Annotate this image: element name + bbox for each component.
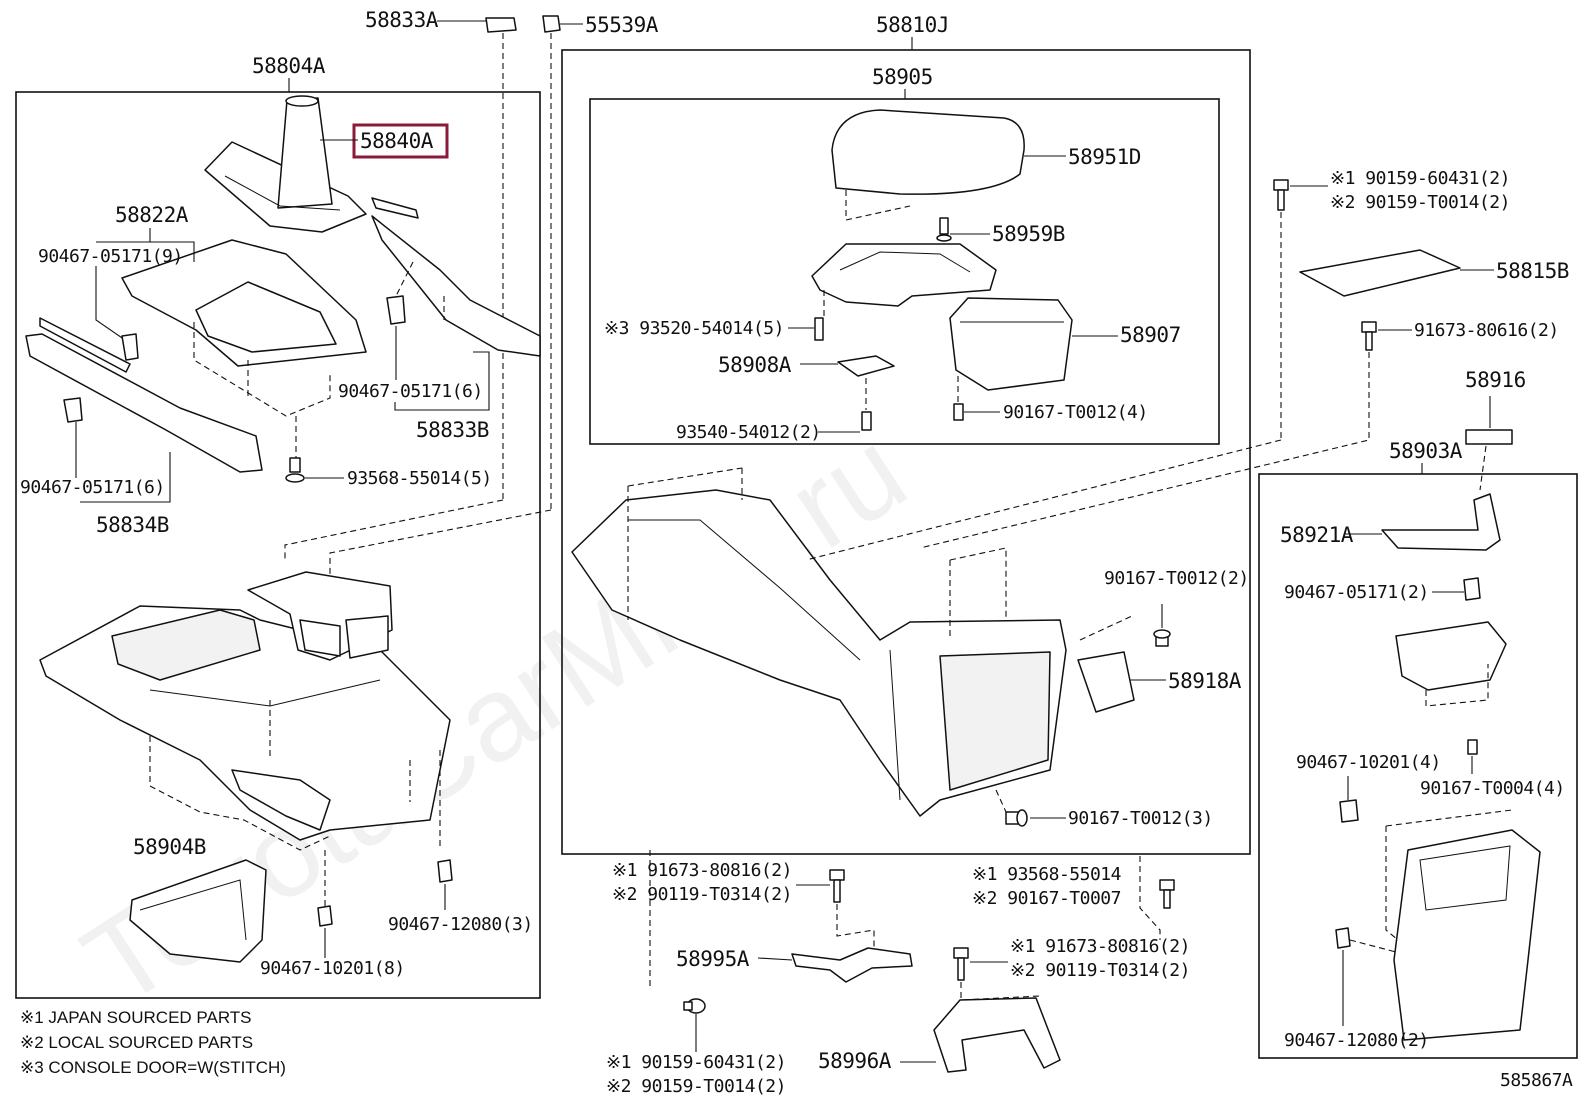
clip-6a [386, 295, 406, 325]
screw-58959B [936, 217, 952, 242]
label-58840A: 58840A [360, 129, 434, 153]
label-58904B: 58904B [133, 835, 206, 859]
note-2: ※2 LOCAL SOURCED PARTS [20, 1033, 253, 1052]
bolt-90159-a [1273, 179, 1328, 211]
label-58804A: 58804A [252, 54, 326, 78]
clip-6b [63, 397, 83, 423]
bolt-91673-a [796, 869, 845, 903]
label-90467-05171-6b: 90467-05171(6) [20, 477, 165, 498]
label-58903A: 58903A [1389, 439, 1463, 463]
label-55539A: 55539A [585, 13, 659, 37]
label-90467-10201-4: 90467-10201(4) [1296, 752, 1441, 773]
label-91673-80616-2: 91673-80616(2) [1414, 320, 1559, 341]
hinge-frame [811, 243, 997, 307]
label-58951D: 58951D [1068, 145, 1141, 169]
shift-bezel-58822A [121, 239, 367, 367]
label-91673-80816-b1: ※1 91673-80816(2) [1010, 936, 1190, 957]
label-90159-60431-b1: ※1 90159-60431(2) [606, 1052, 786, 1073]
pad-58916 [1465, 429, 1513, 445]
armrest-58951D [831, 109, 1025, 195]
screw-90167-3 [1005, 809, 1066, 827]
label-93540-54012-2: 93540-54012(2) [676, 422, 821, 443]
bracket-58918A [1077, 651, 1135, 713]
label-93520-54014-5: ※3 93520-54014(5) [604, 318, 784, 339]
label-90159-60431-a2: ※2 90159-T0014(2) [1330, 192, 1510, 213]
screw-90167-4 [953, 403, 964, 421]
clip-9 [121, 333, 139, 361]
label-58996A: 58996A [818, 1049, 892, 1073]
label-58908A: 58908A [718, 353, 792, 377]
label-90467-10201-8: 90467-10201(8) [260, 958, 405, 979]
side-panel-58833B [371, 197, 541, 357]
label-90159-60431-a1: ※1 90159-60431(2) [1330, 168, 1510, 189]
label-90467-05171-2: 90467-05171(2) [1284, 582, 1429, 603]
label-58921A: 58921A [1280, 523, 1354, 547]
lock-58908A [837, 355, 895, 377]
bolt-91673-b [953, 947, 1008, 981]
label-90167-T0004-4: 90167-T0004(4) [1420, 778, 1565, 799]
note-3: ※3 CONSOLE DOOR=W(STITCH) [20, 1058, 286, 1077]
center-group-box [561, 49, 1251, 855]
clip-8 [317, 905, 333, 927]
tray-58904B [129, 859, 267, 963]
label-93568-55014-2: ※2 90167-T0007 [972, 888, 1121, 909]
label-90467-12080-2: 90467-12080(2) [1284, 1030, 1429, 1051]
label-91673-80816-a2: ※2 90119-T0314(2) [612, 884, 792, 905]
bolt-90159-b [683, 998, 706, 1052]
screw-90167-2 [1153, 604, 1171, 647]
label-58959B: 58959B [992, 222, 1065, 246]
label-90467-05171-6a: 90467-05171(6) [338, 381, 483, 402]
label-90167-T0012-3: 90167-T0012(3) [1068, 808, 1213, 829]
trim-58921A [1381, 493, 1501, 551]
label-58907: 58907 [1120, 323, 1181, 347]
label-90467-12080-3: 90467-12080(3) [388, 914, 533, 935]
label-58916: 58916 [1465, 368, 1526, 392]
note-1: ※1 JAPAN SOURCED PARTS [20, 1008, 252, 1027]
label-90467-05171-9: 90467-05171(9) [38, 246, 183, 267]
clip-3 [437, 859, 453, 883]
screw-93520 [814, 317, 824, 341]
clip-4 [1339, 799, 1359, 823]
left-group-box [15, 91, 541, 999]
screw-93540 [861, 411, 872, 431]
label-90159-60431-b2: ※2 90159-T0014(2) [606, 1076, 786, 1097]
label-91673-80816-a1: ※1 91673-80816(2) [612, 860, 792, 881]
label-58815B: 58815B [1496, 259, 1569, 283]
part-55539A: 55539A [542, 13, 659, 510]
label-93568-55014-5: 93568-55014(5) [347, 468, 492, 489]
bolt-91673-80616 [1361, 321, 1412, 351]
label-58834B: 58834B [96, 513, 169, 537]
shift-boot [204, 95, 367, 233]
clip-12080-2 [1335, 927, 1351, 949]
screw-93568 [285, 457, 344, 483]
diagram-id: 585867A [1500, 1070, 1573, 1091]
lower-console [39, 571, 451, 841]
label-58995A: 58995A [676, 947, 750, 971]
label-58833B: 58833B [416, 418, 489, 442]
label-90167-T0012-4: 90167-T0012(4) [1003, 402, 1148, 423]
holder-box [1395, 621, 1507, 691]
label-90167-T0012-2: 90167-T0012(2) [1104, 568, 1249, 589]
rear-cover [1393, 829, 1541, 1041]
side-panel-58834B [25, 317, 263, 473]
console-body [571, 489, 1067, 817]
screw-90167-T0004 [1467, 739, 1478, 774]
label-91673-80816-b2: ※2 90119-T0314(2) [1010, 960, 1190, 981]
label-58918A: 58918A [1168, 669, 1242, 693]
bracket-58996A [933, 997, 1061, 1073]
label-58810J: 58810J [876, 13, 949, 37]
label-58833A: 58833A [365, 8, 439, 32]
clip-2 [1463, 577, 1481, 601]
box-58907 [949, 297, 1073, 391]
part-58833A: 58833A [365, 8, 517, 500]
highlight-box [352, 123, 449, 159]
mat-58815B [1299, 249, 1461, 297]
bracket-58995A [791, 947, 913, 983]
right-group-box [1258, 473, 1578, 1059]
label-93568-55014-1: ※1 93568-55014 [972, 864, 1121, 885]
bolt-93568 [1159, 879, 1175, 909]
label-58822A: 58822A [115, 203, 189, 227]
label-58905: 58905 [872, 65, 933, 89]
